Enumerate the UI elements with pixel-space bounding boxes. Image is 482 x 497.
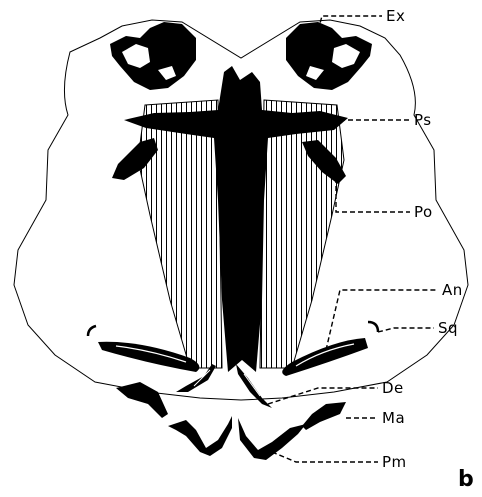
- dentary-right: [236, 364, 272, 408]
- leader-line-de: [268, 388, 378, 404]
- leader-line-pm: [272, 452, 378, 462]
- label-po: Po: [414, 203, 433, 221]
- label-de: De: [382, 379, 404, 397]
- label-ma: Ma: [382, 409, 405, 427]
- exoccipital-right: [286, 22, 372, 90]
- leader-line-an: [326, 290, 438, 350]
- label-an: An: [442, 281, 463, 299]
- leader-line-po: [336, 178, 410, 212]
- maxilla-left: [116, 382, 168, 418]
- label-ex: Ex: [386, 7, 405, 25]
- label-pm: Pm: [382, 453, 407, 471]
- label-ps: Ps: [414, 111, 432, 129]
- squamosal-right: [368, 322, 378, 332]
- premaxilla-left: [168, 416, 232, 456]
- label-sq: Sq: [438, 319, 458, 337]
- maxilla-right: [302, 402, 346, 430]
- panel-letter: b: [458, 467, 474, 492]
- squamosal-left: [88, 326, 96, 336]
- leader-line-sq: [378, 328, 434, 332]
- exoccipital-left: [110, 22, 196, 90]
- hatched-region-right: [260, 100, 344, 368]
- premaxilla-right: [238, 418, 306, 460]
